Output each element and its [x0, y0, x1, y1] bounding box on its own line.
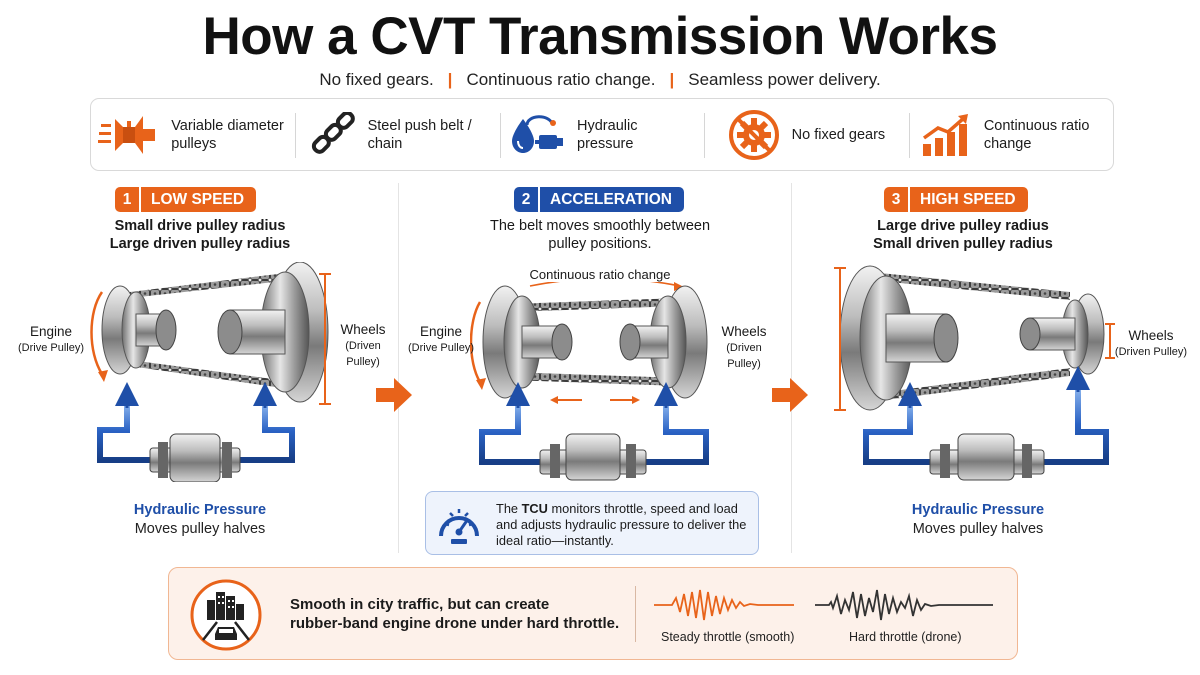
feature-label: Continuous ratio change — [983, 117, 1090, 152]
note-line: Smooth in city traffic, but can create — [290, 596, 550, 613]
feature-hydraulic: Hydraulic pressure — [499, 99, 704, 170]
desc-line: pulley positions. — [548, 236, 652, 252]
no-gears-icon — [728, 109, 779, 160]
hydraulic-subtitle: Moves pulley halves — [912, 521, 1044, 537]
stage-number: 1 — [115, 187, 141, 212]
desc-line: The belt moves smoothly between — [489, 218, 711, 234]
hydraulic-icon — [512, 114, 564, 153]
stage-badge: 2 ACCELERATION — [514, 187, 684, 212]
note-line: rubber-band engine drone under hard thro… — [290, 615, 620, 632]
pulley-icon — [98, 115, 156, 154]
desc-line: Small drive pulley radius — [114, 218, 286, 234]
city-car-icon — [190, 579, 262, 651]
label-sub: (Drive Pulley) — [407, 342, 474, 354]
subtitle-separator: | — [447, 70, 453, 89]
label-title: Wheels — [1128, 328, 1174, 343]
feature-chain: Steel push belt / chain — [295, 99, 499, 170]
label-sub: (Driven Pulley) — [726, 342, 762, 370]
ratio-change-label: Continuous ratio change — [529, 267, 671, 282]
wave-label-smooth: Steady throttle (smooth) — [661, 630, 795, 644]
hydraulic-title: Hydraulic Pressure — [911, 502, 1045, 518]
feature-strip: Variable diameter pulleys Steel push bel… — [90, 98, 1114, 171]
feature-label: No fixed gears — [791, 126, 886, 143]
wheels-label: Wheels (Driven Pulley) — [328, 322, 398, 370]
subtitle: No fixed gears. | Continuous ratio change.… — [0, 70, 1200, 90]
rising-chart-icon — [922, 113, 968, 156]
stage-number: 2 — [514, 187, 540, 212]
label-title: Engine — [419, 324, 463, 339]
wheels-label: Wheels (Driven Pulley) — [708, 324, 780, 372]
next-stage-arrow-icon — [376, 378, 412, 412]
smooth-wave-icon — [654, 589, 794, 621]
feature-ratio: Continuous ratio change — [908, 99, 1113, 170]
engine-label: Engine (Drive Pulley) — [404, 324, 478, 356]
label-title: Engine — [29, 324, 73, 339]
stage-badge: 1 LOW SPEED — [115, 187, 257, 212]
stage-description: Large drive pulley radius Small driven p… — [833, 217, 1093, 253]
subtitle-part-2: Continuous ratio change. — [466, 70, 656, 89]
stage-number: 3 — [884, 187, 910, 212]
page-title: How a CVT Transmission Works — [202, 7, 998, 66]
subtitle-part-3: Seamless power delivery. — [688, 70, 881, 89]
hydraulic-title: Hydraulic Pressure — [133, 502, 267, 518]
label-sub: (Driven Pulley) — [1114, 346, 1188, 358]
engine-label: Engine (Drive Pulley) — [14, 324, 88, 356]
next-stage-arrow-icon — [772, 378, 808, 412]
wave-label-drone: Hard throttle (drone) — [849, 630, 962, 644]
drone-note: Smooth in city traffic, but can create r… — [168, 567, 1018, 660]
wheels-label: Wheels (Driven Pulley) — [1114, 328, 1188, 360]
stage-description: The belt moves smoothly between pulley p… — [455, 217, 745, 253]
subtitle-separator: | — [669, 70, 675, 89]
cvt-assembly-acceleration — [470, 282, 709, 481]
label-title: Wheels — [721, 324, 767, 339]
desc-line: Small driven pulley radius — [873, 236, 1053, 252]
stage-name: HIGH SPEED — [920, 190, 1016, 208]
hydraulic-subtitle: Moves pulley halves — [134, 521, 266, 537]
label-sub: (Drive Pulley) — [17, 342, 84, 354]
feature-no-gears: No fixed gears — [704, 99, 908, 170]
cvt-assembly-low — [90, 262, 331, 482]
desc-line: Large driven pulley radius — [109, 236, 291, 252]
cvt-assembly-high — [834, 265, 1115, 481]
drone-wave-icon — [815, 589, 993, 621]
tcu-note: The TCU monitors throttle, speed and loa… — [425, 491, 759, 555]
bottom-divider — [635, 586, 636, 642]
column-divider — [791, 183, 792, 553]
gauge-icon — [439, 509, 479, 544]
tcu-body: monitors throttle, speed and load and ad… — [496, 501, 747, 548]
stage-badge: 3 HIGH SPEED — [884, 187, 1028, 212]
tcu-text: The TCU monitors throttle, speed and loa… — [496, 501, 758, 549]
feature-label: Steel push belt / chain — [367, 117, 472, 152]
stage-description: Small drive pulley radius Large driven p… — [70, 217, 330, 253]
column-divider — [398, 183, 399, 553]
stage-name: LOW SPEED — [151, 190, 245, 208]
desc-line: Large drive pulley radius — [877, 218, 1049, 234]
feature-label: Hydraulic pressure — [577, 117, 638, 152]
stage-name: ACCELERATION — [550, 190, 672, 208]
feature-pulleys: Variable diameter pulleys — [91, 99, 295, 170]
tcu-highlight: TCU — [521, 501, 548, 516]
label-title: Wheels — [340, 322, 386, 337]
feature-label: Variable diameter pulleys — [171, 117, 284, 152]
label-sub: (Driven Pulley) — [345, 340, 381, 368]
chain-icon — [311, 111, 355, 154]
tcu-prefix: The — [496, 501, 522, 516]
subtitle-part-1: No fixed gears. — [319, 70, 434, 89]
drone-note-text: Smooth in city traffic, but can create r… — [290, 595, 619, 633]
